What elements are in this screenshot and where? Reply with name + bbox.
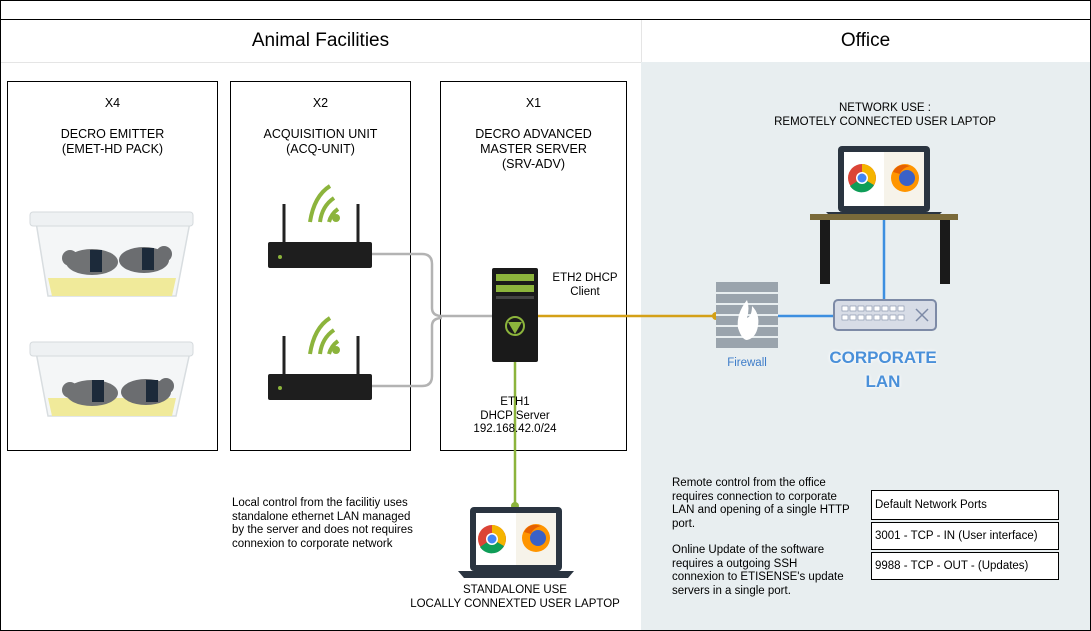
firefox-icon: [891, 164, 919, 192]
header-separator: [641, 20, 642, 62]
firewall-icon: [716, 282, 778, 348]
server-name-2: MASTER SERVER: [480, 142, 587, 156]
ports-table-header: Default Network Ports: [871, 490, 1059, 520]
ports-table-row: 3001 - TCP - IN (User interface): [871, 522, 1059, 550]
server-box: [440, 81, 627, 451]
eth1-label-line1: ETH1: [500, 396, 530, 408]
standalone-line1: STANDALONE USE: [463, 584, 567, 596]
section-title-office: Office: [840, 30, 891, 51]
acquisition-name: ACQUISITION UNIT: [263, 127, 378, 141]
top-strip: [0, 0, 1091, 20]
server-name-1: DECRO ADVANCED: [475, 127, 592, 141]
corporate-lan-label: CORPORATE LAN: [810, 346, 956, 394]
mouse-cage-icon: [29, 341, 194, 417]
section-title-animal-facilities: Animal Facilities: [251, 30, 390, 51]
emitter-name: DECRO EMITTER: [60, 127, 165, 141]
server-label: X1 DECRO ADVANCED MASTER SERVER (SRV-ADV…: [440, 96, 627, 172]
remote-control-line: requires connection to corporate: [672, 490, 837, 503]
chrome-icon: [478, 525, 506, 554]
online-update-line: servers in a single port.: [672, 584, 791, 597]
firewall-label: Firewall: [727, 357, 767, 369]
eth2-label-line1: ETH2 DHCP: [552, 272, 618, 284]
acquisition-count: X2: [312, 96, 329, 110]
emitter-count: X4: [104, 96, 121, 110]
standalone-line2: LOCALLY CONNEXTED USER LAPTOP: [410, 597, 620, 610]
online-update-line: requires a outgoing SSH: [672, 557, 798, 570]
header-divider: [0, 62, 641, 63]
standalone-label: STANDALONE USE LOCALLY CONNEXTED USER LA…: [380, 584, 650, 611]
local-control-line: standalone ethernet LAN managed: [232, 510, 411, 523]
ports-table: Default Network Ports 3001 - TCP - IN (U…: [871, 490, 1059, 580]
network-use-label: NETWORK USE : REMOTELY CONNECTED USER LA…: [740, 102, 1030, 129]
online-update-line: connexion to ETISENSE's update: [672, 571, 844, 583]
eth2-label: ETH2 DHCP Client: [550, 272, 620, 299]
corporate-lan-line1: CORPORATE: [829, 348, 937, 367]
remote-control-line: port.: [672, 517, 696, 530]
online-update-line: Online Update of the software: [672, 544, 825, 556]
acquisition-code: (ACQ-UNIT): [286, 142, 355, 156]
wifi-router-icon: [268, 316, 372, 400]
router1-to-server-cable: [372, 252, 492, 318]
remote-control-line: Remote control from the office: [672, 477, 826, 489]
network-use-line2: REMOTELY CONNECTED USER LAPTOP: [774, 115, 996, 128]
emitter-label: X4 DECRO EMITTER (EMET-HD PACK): [7, 96, 218, 157]
laptop-icon: [458, 507, 574, 578]
server-tower-icon: [492, 268, 538, 362]
eth2-label-line2: Client: [570, 285, 600, 298]
router2-to-server-cable: [372, 316, 443, 388]
acquisition-label: X2 ACQUISITION UNIT (ACQ-UNIT): [230, 96, 411, 157]
server-code: (SRV-ADV): [502, 157, 565, 171]
local-control-note: Local control from the facilitiy uses st…: [232, 497, 452, 551]
eth1-label-line2: DHCP Server: [480, 409, 550, 422]
eth1-label-line3: 192.168.42.0/24: [473, 423, 557, 435]
wifi-router-icon: [268, 184, 372, 268]
local-control-line: Local control from the facilitiy uses: [232, 497, 408, 509]
firefox-icon: [522, 524, 550, 552]
server-count: X1: [525, 96, 542, 110]
ports-table-row: 9988 - TCP - OUT - (Updates): [871, 552, 1059, 580]
emitter-code: (EMET-HD PACK): [61, 142, 164, 156]
local-control-line: connexion to corporate network: [232, 537, 393, 550]
chrome-icon: [848, 164, 876, 193]
remote-control-note: Remote control from the office requires …: [672, 477, 868, 598]
eth1-label: ETH1 DHCP Server 192.168.42.0/24: [460, 396, 570, 437]
remote-control-line: LAN and opening of a single HTTP: [672, 504, 850, 516]
local-control-line: by the server and does not requires: [232, 524, 413, 536]
corporate-lan-line2: LAN: [865, 372, 901, 391]
mouse-cage-icon: [29, 211, 194, 297]
network-use-line1: NETWORK USE :: [838, 102, 931, 114]
network-switch-icon: [833, 299, 937, 331]
